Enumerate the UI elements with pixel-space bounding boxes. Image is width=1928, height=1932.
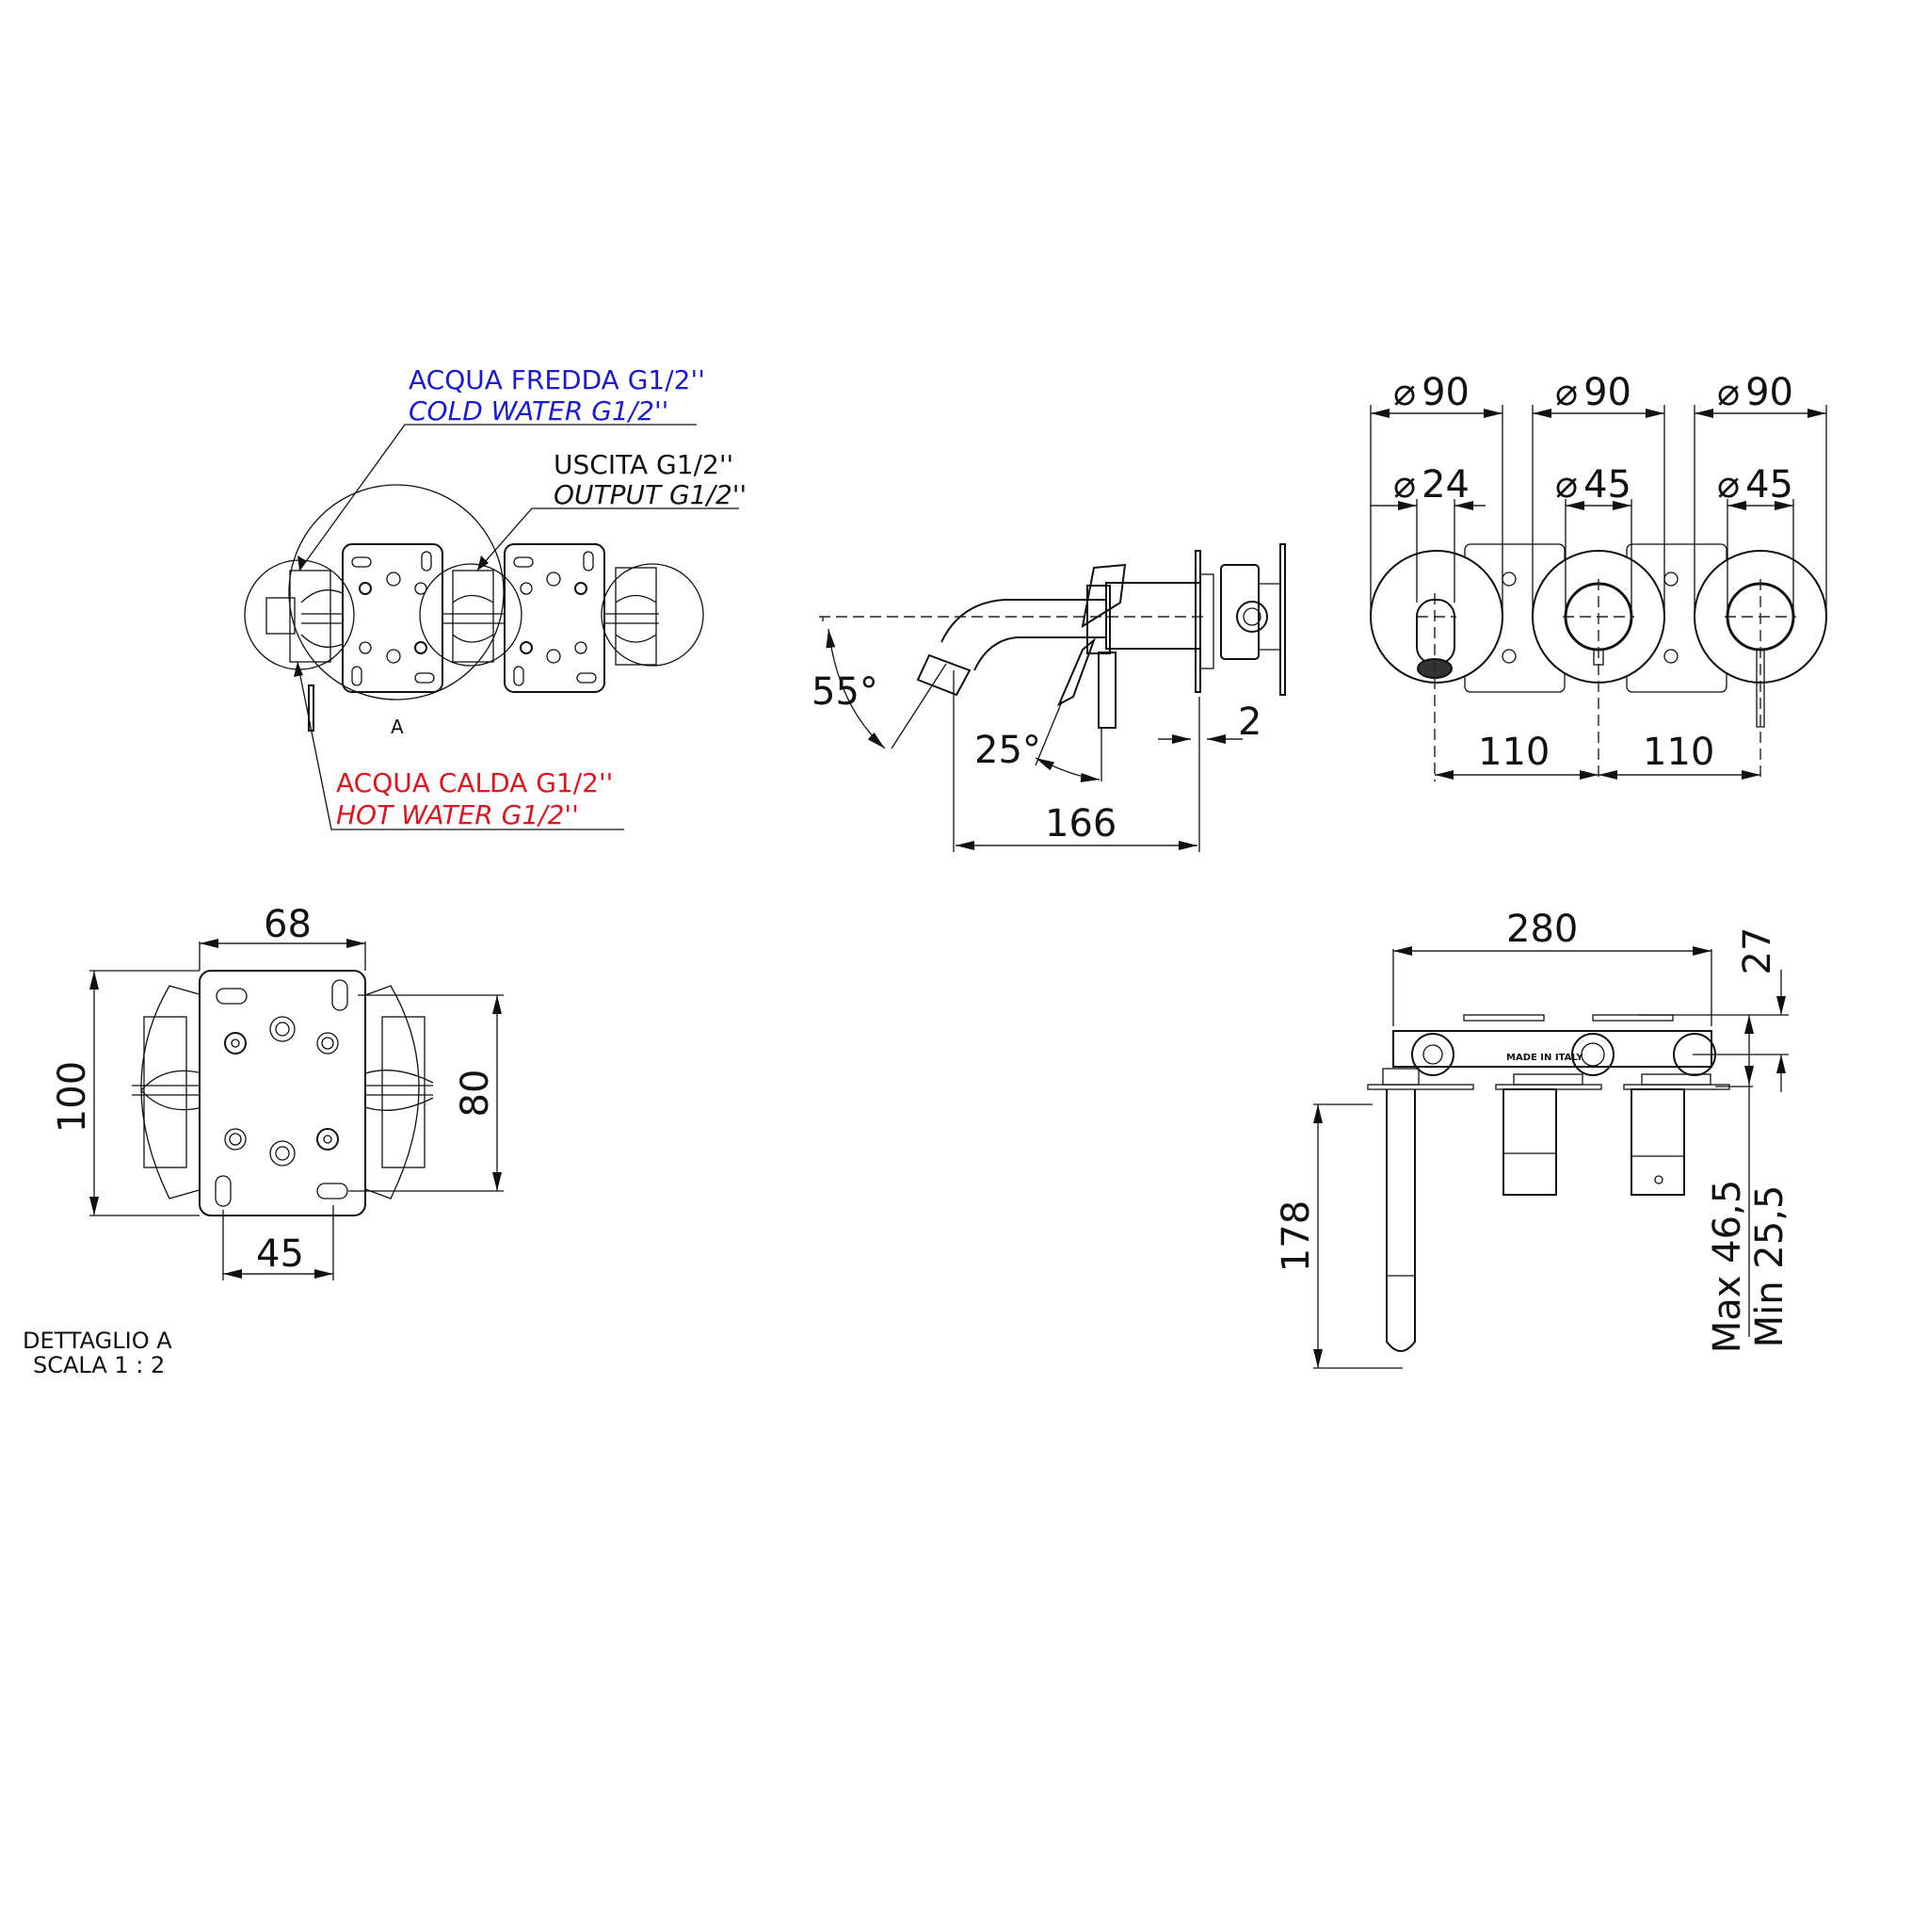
detail-marker: A <box>391 716 404 738</box>
output-label-en: OUTPUT G1/2'' <box>554 479 747 510</box>
svg-text:⌀90: ⌀90 <box>1555 371 1631 414</box>
plate-diameter-2: 90 <box>1583 371 1631 414</box>
spacing-dim-2: 110 <box>1643 731 1714 774</box>
lever-angle-dim: 25° <box>974 729 1041 772</box>
plate-diameter-3: 90 <box>1745 371 1793 414</box>
wall-depth-max: Max 46,5 <box>1706 1180 1749 1353</box>
spout-length-dim: 178 <box>1275 1200 1318 1272</box>
hot-water-label-it: ACQUA CALDA G1/2'' <box>336 767 613 798</box>
detail-a: 68 100 80 45 DETTAGLIO A SCALA 1 : 2 <box>23 903 504 1378</box>
top-view: MADE IN ITALY 280 27 Max 46,5 Min 25,5 <box>1275 908 1791 1369</box>
plate-thickness-dim: 2 <box>1238 700 1261 744</box>
handle-diameter-1: 45 <box>1583 463 1631 507</box>
body-depth-dim: 27 <box>1736 927 1779 975</box>
hot-water-label-en: HOT WATER G1/2'' <box>336 799 579 830</box>
plate-holes <box>351 551 597 686</box>
wall-depth-min: Min 25,5 <box>1748 1185 1791 1348</box>
rough-in-back-view: A ACQUA FREDDA G1/2'' COLD WATER G1/2'' … <box>244 364 747 830</box>
svg-text:⌀24: ⌀24 <box>1393 463 1470 507</box>
overall-length-dim: 280 <box>1506 908 1578 951</box>
spacing-dim-1: 110 <box>1478 731 1550 774</box>
plate-width-dim: 68 <box>264 903 312 946</box>
svg-text:⌀45: ⌀45 <box>1555 463 1631 507</box>
plate-diameter-1: 90 <box>1422 371 1470 414</box>
detail-caption-title: DETTAGLIO A <box>23 1328 172 1354</box>
detail-caption-scale: SCALA 1 : 2 <box>33 1352 165 1378</box>
output-label-it: USCITA G1/2'' <box>554 449 733 480</box>
svg-text:⌀90: ⌀90 <box>1717 371 1793 414</box>
depth-dim: 166 <box>1045 802 1117 845</box>
hole-horizontal-dim: 45 <box>256 1232 304 1276</box>
made-in-italy-stamp: MADE IN ITALY <box>1506 1053 1583 1063</box>
cold-water-label-en: COLD WATER G1/2'' <box>409 395 668 427</box>
side-view: 55° 25° 2 166 <box>811 543 1286 852</box>
spout-angle-dim: 55° <box>811 670 878 714</box>
spout-diameter: 24 <box>1422 463 1470 507</box>
svg-text:⌀45: ⌀45 <box>1717 463 1793 507</box>
plate-height-dim: 100 <box>51 1061 94 1133</box>
svg-text:⌀90: ⌀90 <box>1393 371 1470 414</box>
handle-diameter-2: 45 <box>1745 463 1793 507</box>
cold-water-label-it: ACQUA FREDDA G1/2'' <box>409 364 705 395</box>
front-view: ⌀90 ⌀90 ⌀90 ⌀24 ⌀45 ⌀45 110 110 <box>1370 371 1827 781</box>
hole-vertical-dim: 80 <box>454 1070 497 1118</box>
